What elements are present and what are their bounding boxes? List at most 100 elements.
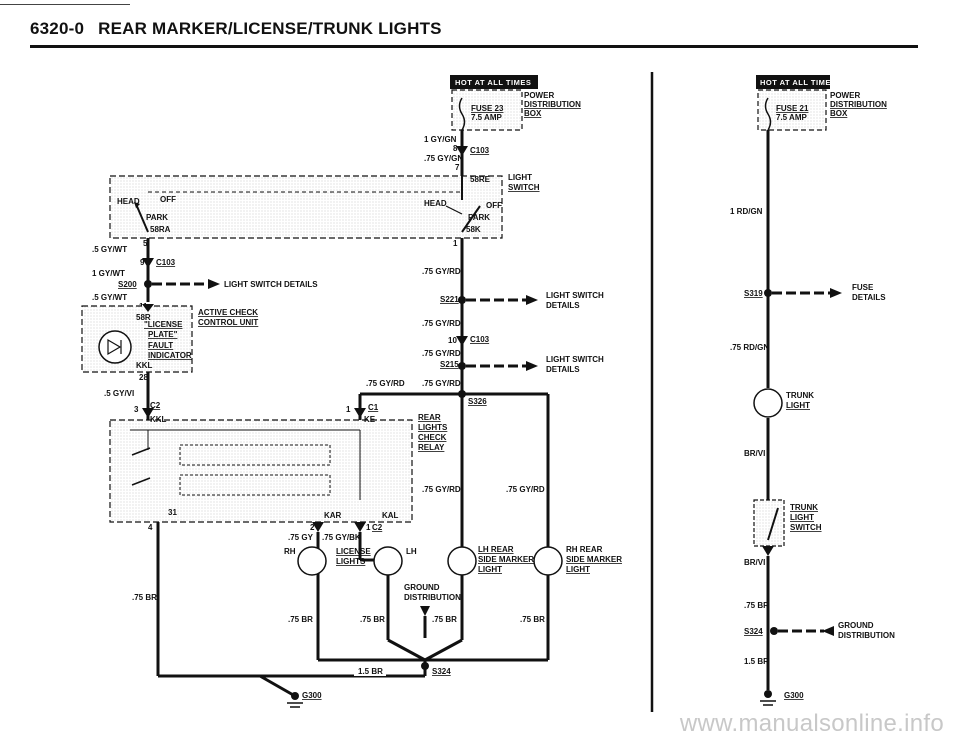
power-distribution-box-r: [757, 89, 827, 131]
head-left: HEAD: [117, 197, 140, 206]
s221-arrow: [526, 295, 538, 305]
wire-75-gy-rd-6: .75 GY/RD: [422, 485, 461, 494]
license-light-lh-bulb: [373, 546, 403, 576]
fuse-23-label: FUSE 23: [471, 104, 504, 113]
lh-rear-1: LH REAR: [478, 545, 514, 554]
lh-rear-2: SIDE MARKER: [478, 555, 534, 564]
lh-label: LH: [406, 547, 417, 556]
relay-4: RELAY: [418, 443, 445, 452]
pin-4: 4: [148, 523, 153, 532]
wire-15br-bg: [354, 666, 386, 676]
c1-connector: [354, 408, 366, 418]
s324-label-r: S324: [744, 627, 763, 636]
wire-75-br-e: .75 BR: [520, 615, 545, 624]
wire-75-gy: .75 GY: [288, 533, 314, 542]
power-dist-r-2: DISTRIBUTION: [830, 100, 887, 109]
wire-75-gy-gn: .75 GY/GN: [424, 154, 463, 163]
c2-connector-b: [354, 522, 366, 532]
relay-sw-1: [131, 447, 151, 456]
wire-gnd-marker-merge: [424, 638, 463, 662]
s319-arrow: [830, 288, 842, 298]
head-right: HEAD: [424, 199, 447, 208]
hot-at-all-times-label: HOT AT ALL TIMES: [455, 78, 531, 87]
wire-75-gy-rd-2: .75 GY/RD: [422, 319, 461, 328]
hot-at-all-times-badge: [450, 75, 538, 89]
pin-58r: 58R: [136, 313, 151, 322]
fuse-21-label: FUSE 21: [776, 104, 809, 113]
ls-details-2b: DETAILS: [546, 301, 580, 310]
fuse-23-amp: 7.5 AMP: [471, 113, 502, 122]
license-4: INDICATOR: [148, 351, 192, 360]
g300-label-r: G300: [784, 691, 804, 700]
s319-label: S319: [744, 289, 763, 298]
wire-75-br-r: .75 BR: [744, 601, 769, 610]
s326-label: S326: [468, 397, 487, 406]
active-check-2: CONTROL UNIT: [198, 318, 258, 327]
pin-1d: 1: [366, 523, 371, 532]
c103-connector-low: [456, 336, 468, 346]
relay-1: REAR: [418, 413, 441, 422]
active-check-1: ACTIVE CHECK: [198, 308, 258, 317]
license-light-rh-bulb: [297, 546, 327, 576]
s319-splice: [764, 289, 772, 297]
wire-75-gy-rd-7: .75 GY/RD: [506, 485, 545, 494]
trunk-switch-2: LIGHT: [790, 513, 814, 522]
wire-75-gy-rd-4: .75 GY/RD: [366, 379, 405, 388]
pin-7: 7: [455, 163, 460, 172]
s200-splice: [144, 280, 152, 288]
switch-blade-left: [135, 203, 149, 233]
indicator-bulb: [98, 330, 132, 364]
c103-top-label: C103: [470, 146, 490, 155]
pin-9: 9: [140, 258, 145, 267]
g300-point: [291, 692, 299, 700]
ground-dist-r-1: GROUND: [838, 621, 874, 630]
rh-rear-3: LIGHT: [566, 565, 590, 574]
fuse-21-amp: 7.5 AMP: [776, 113, 807, 122]
license-2: PLATE": [148, 330, 178, 339]
rh-side-marker-bulb: [533, 546, 563, 576]
lh-side-marker-bulb: [447, 546, 477, 576]
wire-5-gy-vi: .5 GY/VI: [104, 389, 134, 398]
wire-5-gy-wt-b: .5 GY/WT: [92, 293, 127, 302]
switch-contact-left: [134, 202, 140, 208]
pin-58re: 58RE: [470, 175, 491, 184]
ground-arrow-left: [420, 606, 430, 616]
pin-kkl-top: KKL: [136, 361, 153, 370]
s324-arrow-r: [822, 626, 834, 636]
ground-dist-2: DISTRIBUTION: [404, 593, 461, 602]
wire-75-gy-rd-5: .75 GY/RD: [422, 379, 461, 388]
s215-splice: [458, 362, 466, 370]
wire-75-br-a: .75 BR: [132, 593, 157, 602]
switch-blade-right: [461, 205, 481, 233]
wire-75-br-b: .75 BR: [288, 615, 313, 624]
page-code: 6320-0: [30, 19, 85, 38]
c103-low-label: C103: [470, 335, 490, 344]
ls-details-3b: DETAILS: [546, 365, 580, 374]
wire-br-vi: BR/VI: [744, 449, 765, 458]
pin-1c: 1: [346, 405, 351, 414]
wire-gnd-lh-merge: [387, 638, 426, 662]
indicator-diode-icon: [107, 338, 122, 356]
pin-28: 28: [139, 373, 148, 382]
c2-connector-a: [312, 522, 324, 532]
right-diagram: HOT AT ALL TIMES POWER DISTRIBUTION BOX …: [730, 75, 895, 706]
ls-details-1: LIGHT SWITCH DETAILS: [224, 280, 318, 289]
trunk-switch-connector: [762, 546, 774, 556]
c2-connector-left: [142, 408, 154, 418]
pin-ke: KE: [364, 415, 376, 424]
rh-rear-2: SIDE MARKER: [566, 555, 622, 564]
trunk-switch-blade: [767, 507, 779, 541]
fuse-details-1: FUSE: [852, 283, 874, 292]
lh-rear-3: LIGHT: [478, 565, 502, 574]
pin-kal: KAL: [382, 511, 399, 520]
rear-lights-relay-box: [109, 419, 413, 523]
c103-connector-mid: [142, 258, 154, 268]
power-dist-label-1: POWER: [524, 91, 554, 100]
wire-br-vi-2: BR/VI: [744, 558, 765, 567]
watermark: www.manualsonline.info: [679, 710, 944, 737]
left-diagram: HOT AT ALL TIMES POWER DISTRIBUTION BOX …: [81, 75, 622, 708]
wire-75-gy-rd-3: .75 GY/RD: [422, 349, 461, 358]
pin-10: 10: [448, 336, 457, 345]
off-left: OFF: [160, 195, 176, 204]
fuse-23-symbol: [458, 97, 466, 131]
